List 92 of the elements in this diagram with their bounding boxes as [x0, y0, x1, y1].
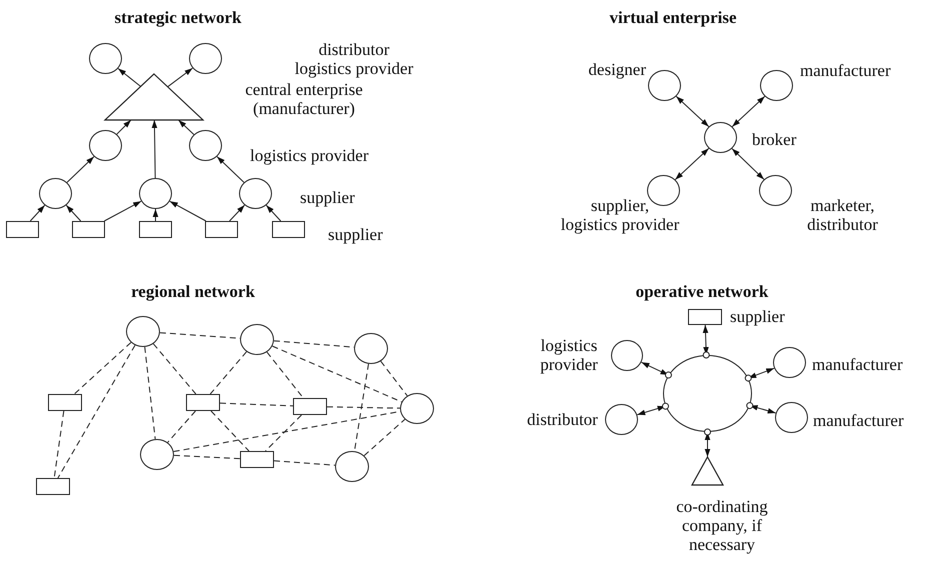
node-label: supplier, logistics provider — [560, 196, 680, 234]
connector-line — [364, 418, 406, 456]
circle-node — [126, 316, 160, 347]
rect-node — [139, 221, 172, 238]
rect-node — [688, 309, 722, 325]
connector-line — [274, 460, 336, 466]
circle-node — [605, 404, 638, 435]
section-title: regional network — [130, 282, 256, 302]
circle-node — [189, 130, 222, 161]
connector-line — [173, 454, 240, 460]
circle-node — [704, 122, 737, 153]
circle-node — [647, 175, 680, 206]
node-label: broker — [752, 130, 798, 150]
connector-line — [326, 406, 400, 409]
arrow — [30, 204, 46, 222]
node-label: manufacturer — [800, 61, 892, 80]
tier-label: central enterprise (manufacturer) — [244, 80, 364, 118]
rect-node — [36, 478, 70, 495]
arrow — [167, 68, 194, 88]
rect-node — [240, 451, 274, 468]
rect-node — [186, 394, 220, 411]
circle-node — [239, 178, 272, 209]
tier-label: distributor logistics provider — [294, 40, 414, 78]
circle-node — [139, 178, 172, 209]
rect-node — [205, 221, 238, 238]
node-label: designer — [587, 60, 646, 80]
triangle-node — [692, 457, 723, 485]
circle-node — [189, 43, 222, 74]
circle-node — [759, 175, 792, 206]
arrow — [732, 148, 764, 180]
node-label: manufacturer — [812, 355, 904, 374]
tier-label: supplier — [300, 188, 356, 208]
connector-line — [354, 363, 370, 452]
connector-line — [57, 344, 136, 478]
arrow — [169, 200, 206, 222]
connector-line — [144, 346, 156, 440]
tier-label: logistics provider — [250, 146, 370, 166]
connector-line — [272, 346, 402, 402]
circle-node — [354, 333, 388, 364]
rect-node — [6, 221, 39, 238]
section-title: operative network — [634, 282, 770, 302]
rect-node — [293, 398, 327, 415]
connector-line — [167, 410, 196, 443]
arrow — [266, 204, 282, 222]
circle-node — [89, 43, 122, 74]
circle-node — [140, 439, 174, 470]
rect-node — [48, 394, 82, 411]
arrow — [676, 96, 710, 128]
connector-line — [210, 351, 248, 394]
arrow — [152, 120, 158, 178]
section-title: virtual enterprise — [608, 8, 738, 28]
arrow — [116, 120, 132, 135]
circle-node — [648, 70, 681, 101]
node-label: supplier — [730, 307, 786, 326]
arrow — [178, 120, 194, 136]
connector-line — [54, 410, 64, 478]
arrow — [640, 362, 669, 376]
node-label: logistics provider — [539, 336, 599, 374]
circle-node — [335, 451, 369, 482]
section-title: strategic network — [114, 8, 242, 28]
arrow — [66, 156, 94, 183]
arrow — [732, 96, 766, 128]
connector-line — [220, 402, 294, 406]
arrow — [216, 156, 244, 183]
arrow — [104, 200, 142, 222]
circle-node — [773, 347, 806, 378]
circle-node — [611, 340, 643, 371]
circle-node — [240, 324, 274, 355]
arrow — [229, 204, 246, 222]
node-label: marketer, distributor — [806, 196, 879, 234]
connector-line — [74, 342, 132, 394]
tier-label: supplier — [328, 225, 384, 244]
circle-node — [775, 402, 808, 433]
triangle-node — [105, 74, 203, 120]
connector-line — [265, 414, 302, 452]
node-label: co-ordinating company, if necessary — [675, 497, 769, 554]
arrow — [66, 204, 82, 222]
connector-line — [210, 410, 250, 452]
connector-line — [152, 343, 196, 394]
connector-line — [380, 360, 408, 396]
circle-node — [89, 130, 122, 161]
arrow — [118, 68, 142, 87]
node-label: manufacturer — [813, 411, 905, 430]
circle-node — [760, 70, 793, 101]
arrow — [674, 148, 710, 180]
circle-node — [400, 393, 434, 424]
rect-node — [272, 221, 305, 238]
node-label: distributor — [527, 410, 599, 430]
circle-node — [39, 178, 72, 209]
rect-node — [72, 221, 105, 238]
arrow — [152, 208, 158, 222]
connector-line — [266, 352, 304, 398]
